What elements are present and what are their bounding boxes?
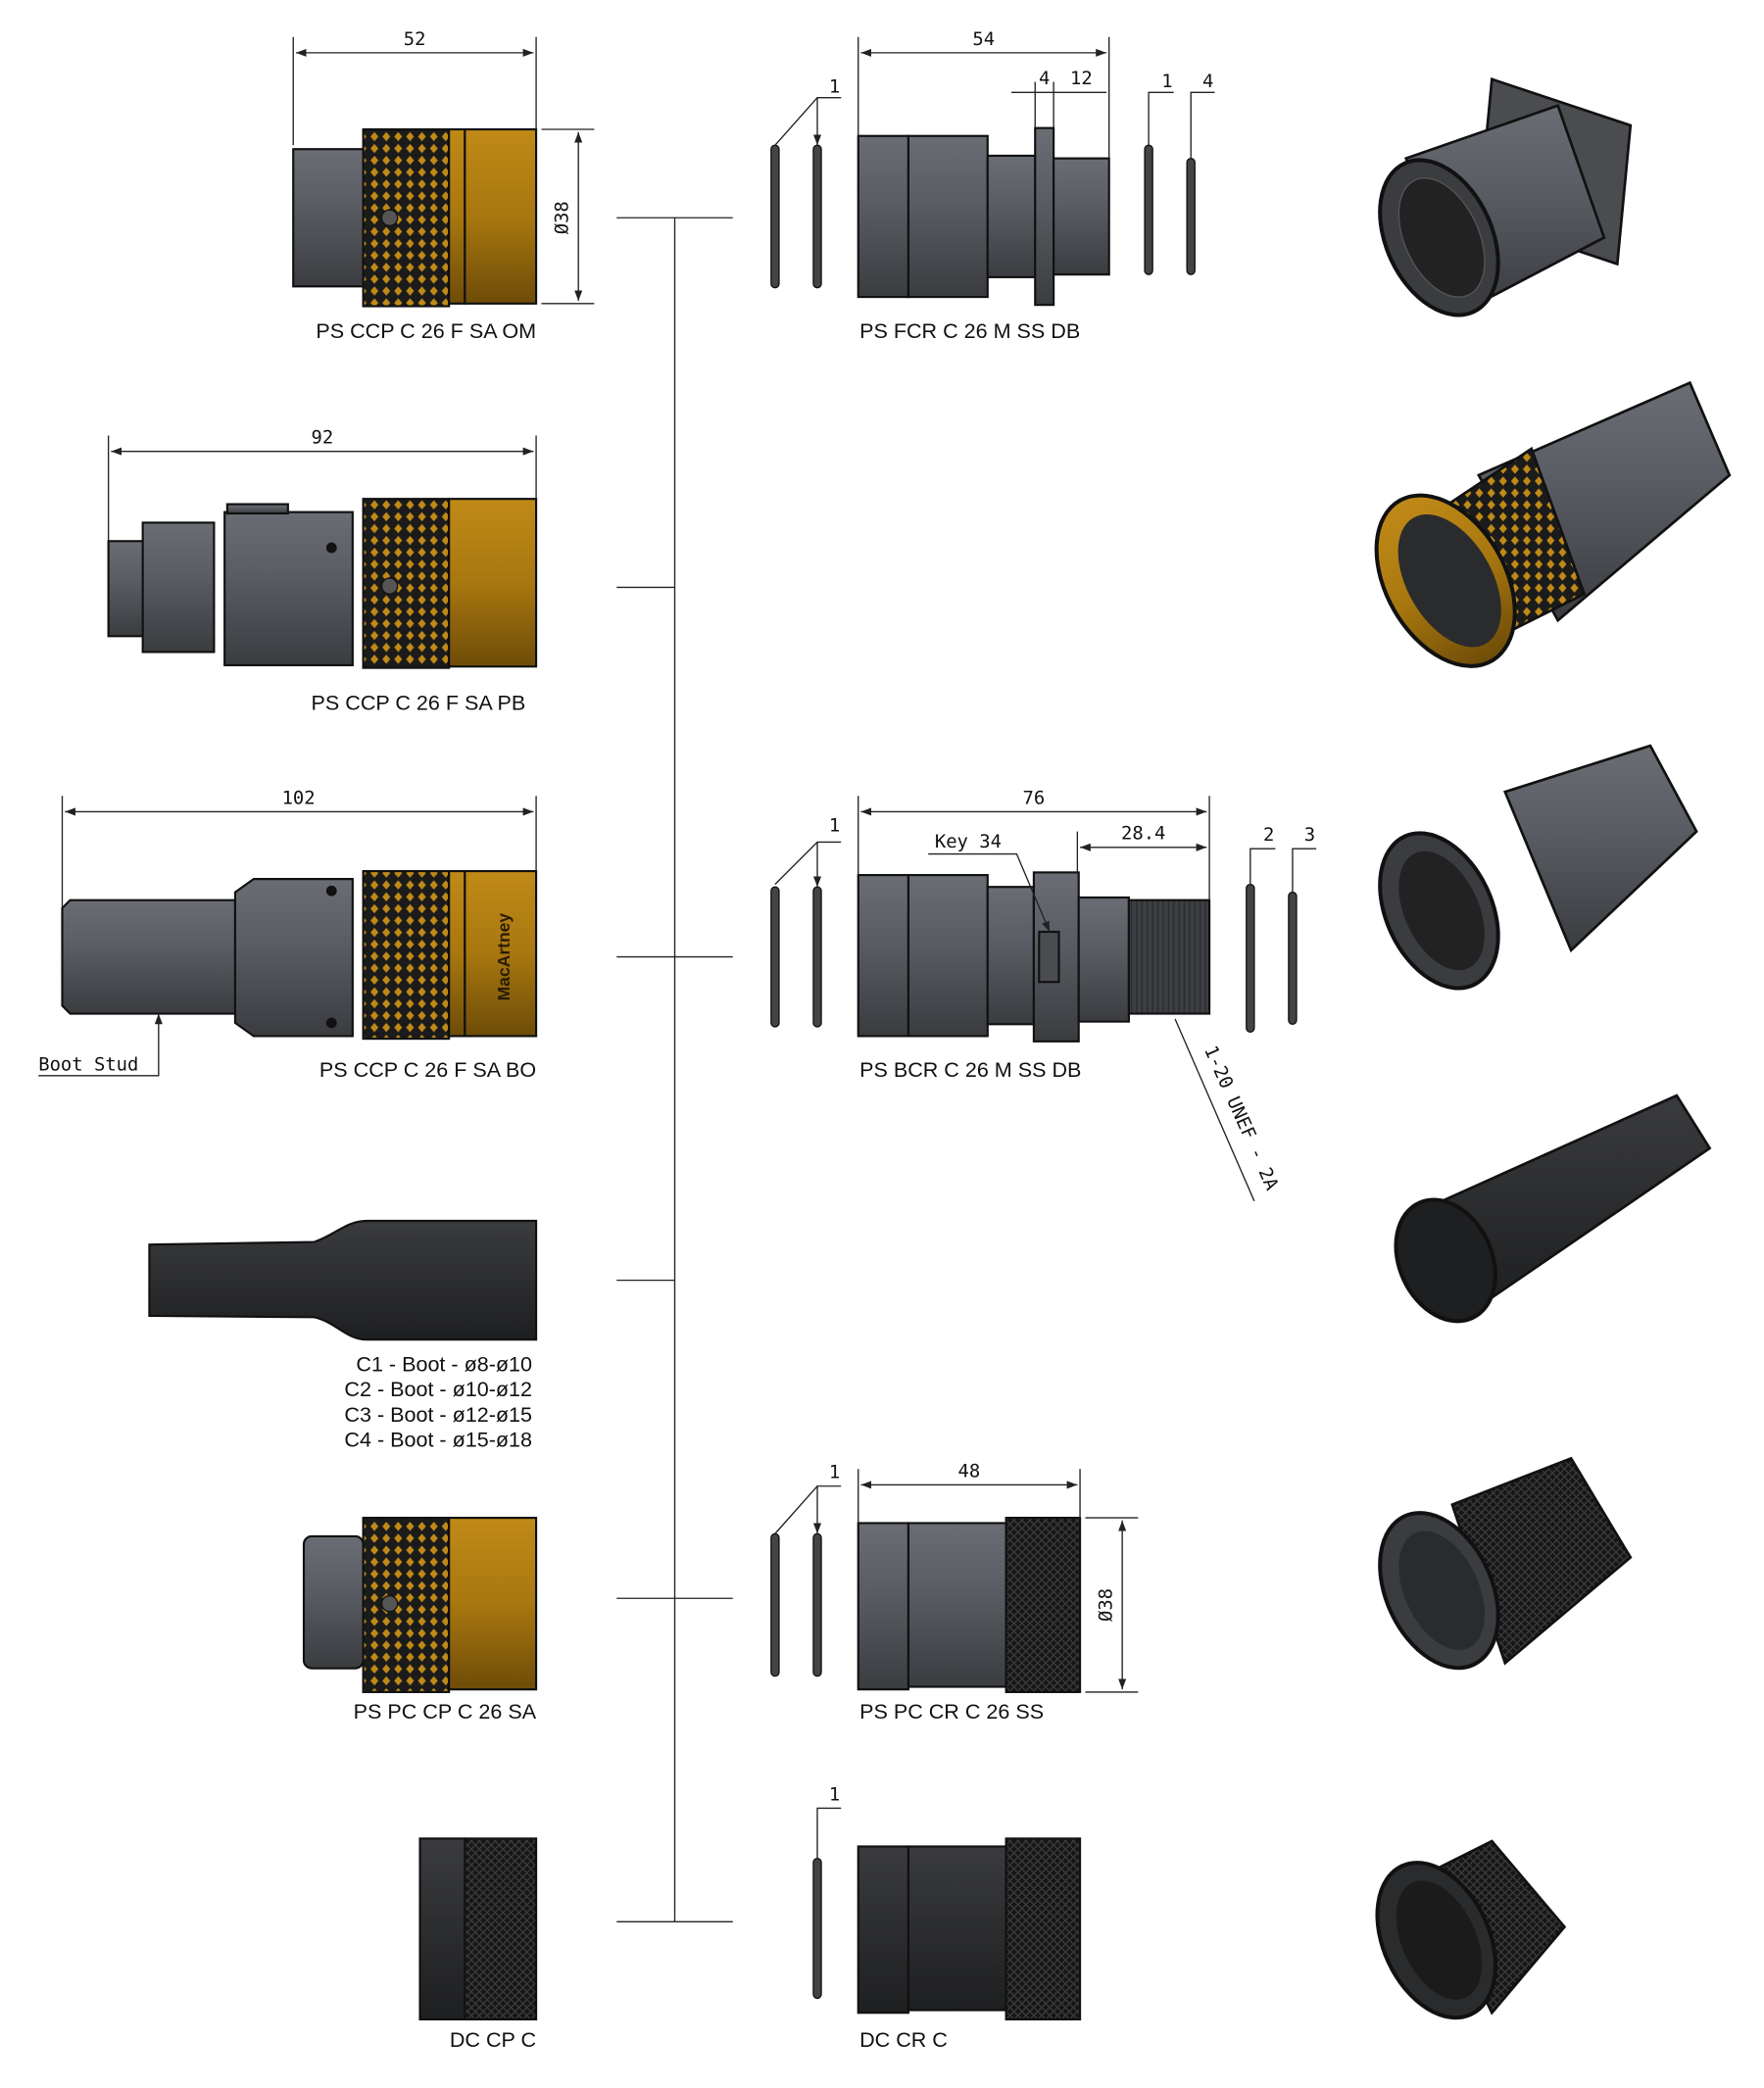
part-pc-cp[interactable]: PS PC CP C 26 SA — [302, 1517, 538, 1724]
dim-length: 102 — [282, 788, 316, 808]
render-bcr — [1378, 744, 1698, 991]
part-fcr[interactable]: 54 4 12 1 1 4 PS FCR C 26 M SS DB — [770, 29, 1215, 343]
o-ring — [770, 1532, 822, 1677]
dim-diameter: Ø38 — [552, 201, 572, 234]
dim-length: 54 — [972, 29, 995, 50]
part-pc-cr[interactable]: 48 Ø38 1 PS PC CR C 26 SS — [770, 1461, 1139, 1724]
part-ccp-pb[interactable]: 92 PS CCP C 26 F SA PB — [107, 428, 538, 715]
render-boot — [1394, 1093, 1712, 1324]
dim-a: 4 — [1039, 69, 1050, 89]
part-dc-cr[interactable]: 1 DC CR C — [812, 1784, 1082, 2052]
boot-size-c2: C2 - Boot - ø10-ø12 — [344, 1377, 532, 1401]
balloon: 1 — [1161, 72, 1172, 92]
o-ring — [812, 1857, 822, 2000]
part-ccp-om[interactable]: 52 Ø38 PS CCP C 26 F SA OM — [292, 29, 595, 343]
part-label: DC CP C — [450, 2027, 536, 2052]
balloon: 3 — [1304, 825, 1315, 846]
part-label: PS CCP C 26 F SA OM — [316, 318, 536, 343]
dim-diameter: Ø38 — [1096, 1588, 1116, 1622]
render-fcr — [1378, 77, 1633, 317]
part-label: PS CCP C 26 F SA BO — [319, 1057, 536, 1082]
dim-length: 92 — [312, 428, 334, 449]
balloon: 1 — [829, 1784, 840, 1805]
balloon: 1 — [829, 816, 840, 837]
balloon: 2 — [1263, 825, 1274, 846]
o-ring — [770, 883, 1298, 1034]
part-label: PS PC CR C 26 SS — [859, 1699, 1044, 1724]
part-boot[interactable]: C1 - Boot - ø8-ø10 C2 - Boot - ø10-ø12 C… — [148, 1219, 538, 1451]
part-label: PS PC CP C 26 SA — [354, 1699, 537, 1724]
dim-length: 76 — [1023, 788, 1046, 808]
part-bcr[interactable]: 76 28.4 Key 34 1 2 3 1-20 UNEF - 2A PS B… — [770, 788, 1317, 1202]
balloon: 1 — [829, 1463, 840, 1483]
balloon: 4 — [1202, 72, 1213, 92]
part-ccp-bo[interactable]: MacArtney 102 Boot Stud PS CCP C 26 F SA… — [38, 788, 538, 1082]
dim-length: 52 — [404, 29, 426, 50]
boot-size-c3: C3 - Boot - ø12-ø15 — [344, 1402, 532, 1427]
part-label: PS FCR C 26 M SS DB — [859, 318, 1080, 343]
render-dc-cr — [1375, 1839, 1567, 2020]
render-ccp-pb — [1374, 380, 1732, 668]
part-label: DC CR C — [859, 2027, 948, 2052]
dim-b: 12 — [1070, 69, 1093, 89]
dim-length: 48 — [958, 1461, 981, 1481]
brand-logo: MacArtney — [494, 913, 514, 1001]
part-dc-cp[interactable]: DC CP C — [418, 1837, 538, 2052]
boot-stud-note: Boot Stud — [38, 1054, 138, 1075]
render-pc-cr — [1378, 1456, 1633, 1671]
key-label: Key 34 — [935, 832, 1002, 852]
boot-size-c4: C4 - Boot - ø15-ø18 — [344, 1427, 532, 1451]
part-label: PS BCR C 26 M SS DB — [859, 1057, 1081, 1082]
part-label: PS CCP C 26 F SA PB — [312, 691, 526, 715]
dim-b: 28.4 — [1121, 824, 1165, 845]
tree-connector — [616, 217, 733, 1922]
boot-size-c1: C1 - Boot - ø8-ø10 — [356, 1352, 532, 1377]
balloon: 1 — [829, 76, 840, 97]
